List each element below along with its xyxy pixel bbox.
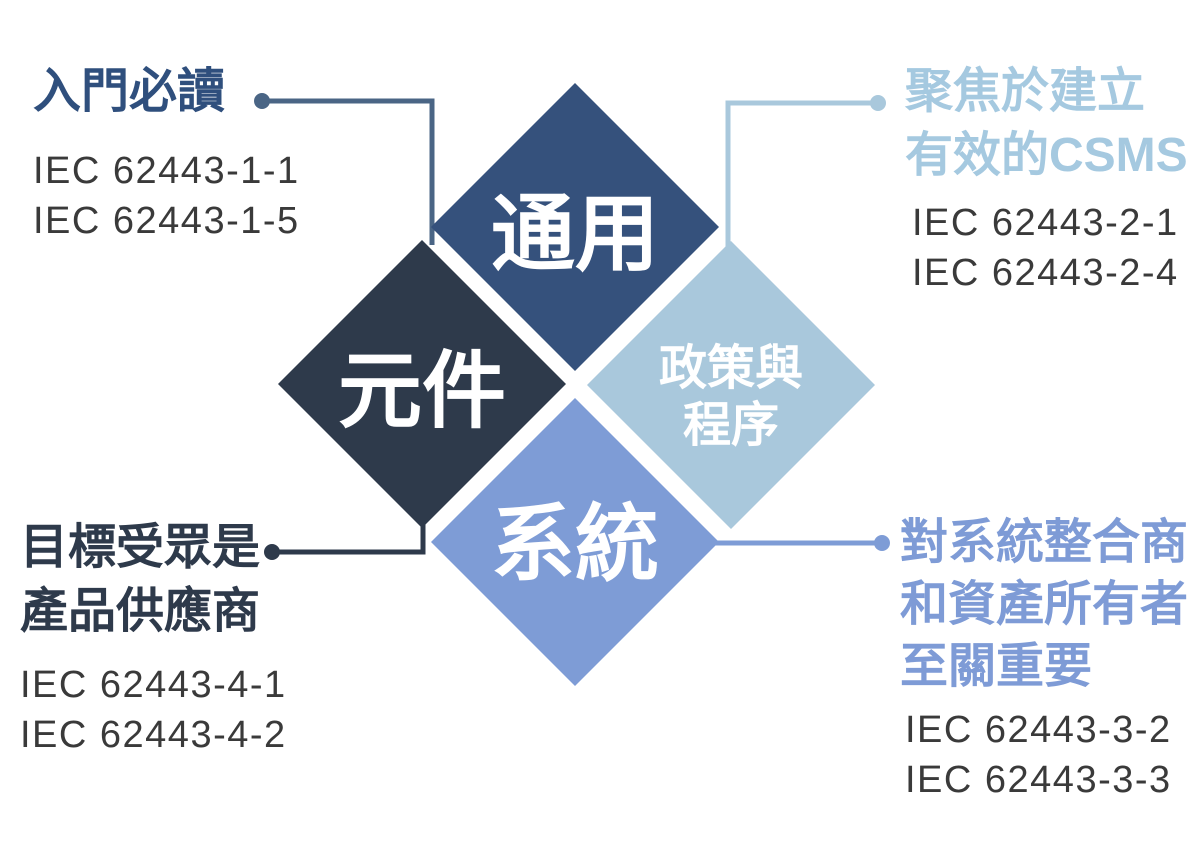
connector-dot-top-right	[870, 95, 886, 111]
callout-bottom-right-heading-line3: 至關重要	[900, 640, 1093, 693]
callout-top-left-list: IEC 62443-1-1 IEC 62443-1-5	[33, 146, 300, 246]
connector-dot-top-left	[254, 93, 270, 109]
diamond-policies-procedures	[587, 241, 875, 529]
iec-item: IEC 62443-4-2	[20, 714, 287, 756]
callout-bottom-left-heading-line1: 目標受眾是	[20, 521, 261, 574]
connector-dot-bottom-left	[264, 544, 280, 560]
callout-bottom-right-list: IEC 62443-3-2 IEC 62443-3-3	[905, 705, 1172, 805]
iec-item: IEC 62443-3-3	[905, 759, 1172, 801]
diamond-general-label: 通用	[490, 186, 659, 281]
callout-top-right-heading: 聚焦於建立 有效的CSMS	[905, 60, 1188, 188]
iec-item: IEC 62443-1-5	[33, 200, 300, 242]
diamond-system-label: 系統	[490, 496, 659, 591]
diamond-component-label: 元件	[337, 343, 506, 438]
iec-item: IEC 62443-3-2	[905, 709, 1172, 751]
callout-bottom-right-heading: 對系統整合商 和資產所有者 至關重要	[900, 512, 1188, 698]
callout-bottom-left-list: IEC 62443-4-1 IEC 62443-4-2	[20, 660, 287, 760]
diamond-policies-label-line1: 政策與	[658, 342, 803, 395]
callout-top-right-heading-line1: 聚焦於建立	[905, 65, 1146, 118]
diamond-general	[431, 83, 719, 371]
callout-top-right-heading-line2: 有效的CSMS	[905, 129, 1188, 182]
callout-top-right-list: IEC 62443-2-1 IEC 62443-2-4	[912, 198, 1179, 298]
diamond-system	[431, 398, 719, 686]
connector-line-top-right	[725, 100, 878, 255]
callout-top-left-heading: 入門必讀	[33, 65, 226, 118]
iec-item: IEC 62443-1-1	[33, 150, 300, 192]
callout-bottom-left-heading-line2: 產品供應商	[20, 585, 261, 638]
iec-item: IEC 62443-2-4	[912, 252, 1179, 294]
callout-bottom-right-heading-line1: 對系統整合商	[900, 516, 1189, 569]
connector-line-bottom-left	[272, 508, 426, 555]
callout-bottom-right-heading-line2: 和資產所有者	[900, 578, 1189, 631]
iec-item: IEC 62443-4-1	[20, 664, 287, 706]
iec-item: IEC 62443-2-1	[912, 202, 1179, 244]
connector-line-top-left	[262, 98, 435, 245]
diamond-component	[278, 240, 566, 528]
diamond-policies-label-line2: 程序	[682, 399, 779, 452]
diamond-policies-label: 政策與 程序	[601, 327, 861, 467]
connector-dot-bottom-right	[874, 535, 890, 551]
callout-bottom-left-heading: 目標受眾是 產品供應商	[20, 516, 260, 644]
